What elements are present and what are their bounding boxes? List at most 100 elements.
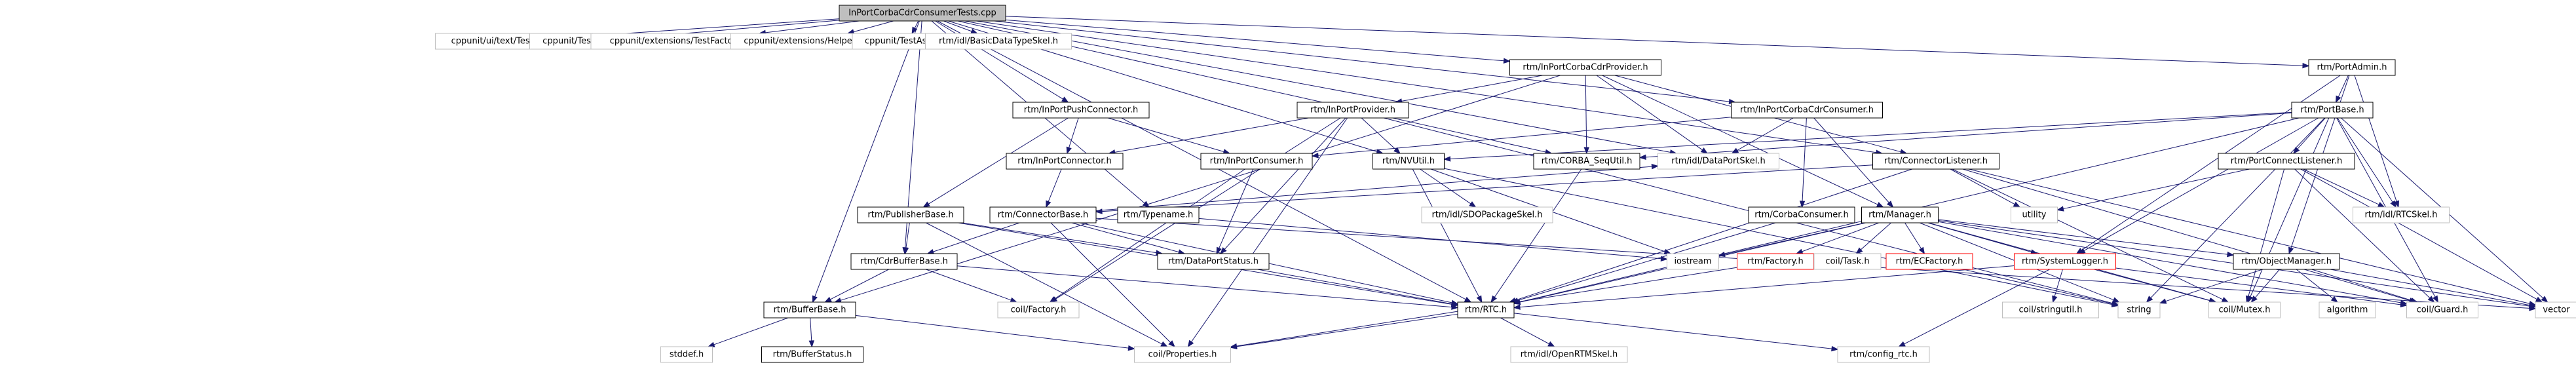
edge-portconnlistener-to-mutex — [2248, 168, 2285, 297]
edge-bufferbase-to-properties — [855, 315, 1129, 349]
edge-arrowhead — [1651, 163, 1659, 170]
edge-corbaseq-to-rtc — [1494, 168, 1582, 298]
edge-publisherbase-to-dataportstatus — [962, 222, 1157, 254]
edge-arrowhead — [2146, 296, 2153, 303]
node-label: coil/Task.h — [1825, 257, 1869, 267]
node-configrtc[interactable]: rtm/config_rtc.h — [1837, 346, 1930, 363]
node-stringutil[interactable]: coil/stringutil.h — [2002, 301, 2099, 319]
node-inportpushconn[interactable]: rtm/InPortPushConnector.h — [1012, 102, 1150, 119]
edge-arrowhead — [2221, 297, 2229, 303]
node-properties[interactable]: coil/Properties.h — [1134, 346, 1231, 363]
node-label: iostream — [1674, 257, 1711, 267]
node-box — [2353, 206, 2450, 223]
node-corbaconsumer[interactable]: rtm/CorbaConsumer.h — [1748, 206, 1855, 223]
edge-arrowhead — [2013, 201, 2021, 208]
node-box — [1861, 206, 1939, 223]
node-portconnlistener[interactable]: rtm/PortConnectListener.h — [2218, 153, 2355, 170]
node-rtcskel[interactable]: rtm/idl/RTCSkel.h — [2353, 206, 2450, 223]
edge-dataportstatus-to-rtc — [1257, 269, 1452, 305]
edge-arrowhead — [1886, 201, 1894, 208]
node-connectorbase[interactable]: rtm/ConnectorBase.h — [989, 206, 1097, 223]
edge-portbase-to-nvutil — [1450, 111, 2292, 159]
edge-typename-to-iostream — [1198, 218, 1661, 260]
edge-publisherbase-to-properties — [926, 222, 1162, 345]
edge-arrowhead — [970, 28, 978, 34]
node-label: rtm/PortBase.h — [2300, 106, 2364, 115]
node-publisherbase[interactable]: rtm/PublisherBase.h — [857, 206, 964, 223]
node-systemlogger[interactable]: rtm/SystemLogger.h — [2014, 253, 2116, 270]
edge-rtc-to-configrtc — [1513, 313, 1832, 349]
node-inportconsumer[interactable]: rtm/InPortConsumer.h — [1200, 153, 1313, 170]
edge-arrowhead — [1393, 147, 1401, 154]
edge-arrowhead — [1831, 345, 1839, 352]
node-utility[interactable]: utility — [2011, 206, 2058, 223]
node-inportprovider[interactable]: rtm/InPortProvider.h — [1297, 102, 1409, 119]
node-algorithm[interactable]: algorithm — [2319, 301, 2376, 319]
node-vector[interactable]: vector — [2535, 301, 2576, 319]
node-box — [1297, 102, 1409, 119]
node-label: rtm/Manager.h — [1868, 210, 1931, 220]
edge-inportcdrcons-to-dataportskel — [1737, 117, 1794, 151]
node-sdopackage[interactable]: rtm/idl/SDOPackageSkel.h — [1421, 206, 1553, 223]
node-box — [2014, 253, 2116, 270]
node-string[interactable]: string — [2117, 301, 2161, 319]
edge-arrowhead — [2541, 296, 2548, 303]
node-box — [1117, 206, 1200, 223]
node-box — [1373, 153, 1445, 170]
node-label: utility — [2022, 210, 2047, 220]
node-coiltask[interactable]: coil/Task.h — [1813, 253, 1882, 270]
edge-arrowhead — [1660, 256, 1668, 261]
node-box — [2535, 301, 2576, 319]
node-bufferbase[interactable]: rtm/BufferBase.h — [763, 301, 856, 319]
edge-inportcdrcons-to-inportconsumer — [1317, 117, 1732, 156]
node-manager[interactable]: rtm/Manager.h — [1861, 206, 1939, 223]
node-factory[interactable]: rtm/Factory.h — [1737, 253, 1814, 270]
edge-connlistener-to-vector — [1968, 168, 2530, 304]
edge-arrowhead — [2433, 295, 2439, 303]
node-objectmanager[interactable]: rtm/ObjectManager.h — [2233, 253, 2340, 270]
node-box — [1813, 253, 1882, 270]
edge-arrowhead — [2052, 295, 2058, 303]
edge-manager-to-factory — [1802, 222, 1880, 252]
node-cdrbufferbase[interactable]: rtm/CdrBufferBase.h — [850, 253, 958, 270]
node-dataportskel[interactable]: rtm/idl/DataPortSkel.h — [1657, 153, 1779, 170]
node-box — [660, 346, 713, 363]
edge-arrowhead — [2159, 298, 2167, 304]
node-typename[interactable]: rtm/Typename.h — [1117, 206, 1200, 223]
node-guard[interactable]: coil/Guard.h — [2406, 301, 2478, 319]
edge-systemlogger-to-configrtc — [1904, 269, 2050, 345]
node-label: rtm/InPortPushConnector.h — [1024, 106, 1138, 115]
node-portbase[interactable]: rtm/PortBase.h — [2291, 102, 2374, 119]
node-corbaseq[interactable]: rtm/CORBA_SeqUtil.h — [1533, 153, 1640, 170]
node-openrtmskel[interactable]: rtm/idl/OpenRTMSkel.h — [1510, 346, 1628, 363]
node-portadmin[interactable]: rtm/PortAdmin.h — [2308, 59, 2396, 76]
edge-arrowhead — [2227, 251, 2235, 258]
node-label: InPortCorbaCdrConsumerTests.cpp — [848, 9, 996, 18]
node-inportcdrcons[interactable]: rtm/InPortCorbaCdrConsumer.h — [1731, 102, 1883, 119]
edge-objectmanager-to-string — [2165, 269, 2263, 302]
node-root[interactable]: InPortCorbaCdrConsumerTests.cpp — [839, 5, 1006, 22]
edge-inportconnector-to-connectorbase — [1048, 168, 1062, 202]
node-box — [2208, 301, 2281, 319]
node-box — [850, 253, 958, 270]
node-label: rtm/BufferBase.h — [774, 305, 846, 315]
node-ecfactory[interactable]: rtm/ECFactory.h — [1885, 253, 1973, 270]
node-bufferstatus[interactable]: rtm/BufferStatus.h — [761, 346, 863, 363]
edge-arrowhead — [1160, 341, 1168, 347]
edge-arrowhead — [2390, 200, 2396, 208]
edge-inportcdrcons-to-corbaconsumer — [1802, 117, 1807, 202]
node-stddef[interactable]: stddef.h — [660, 346, 713, 363]
node-basicdatatype[interactable]: rtm/idl/BasicDataTypeSkel.h — [925, 33, 1072, 50]
edge-arrowhead — [1216, 246, 1222, 255]
node-label: rtm/ObjectManager.h — [2241, 257, 2332, 267]
node-nvutil[interactable]: rtm/NVUtil.h — [1373, 153, 1445, 170]
node-mutex[interactable]: coil/Mutex.h — [2208, 301, 2281, 319]
node-iostream[interactable]: iostream — [1667, 253, 1719, 270]
node-connlistener[interactable]: rtm/ConnectorListener.h — [1872, 153, 1999, 170]
node-rtc[interactable]: rtm/RTC.h — [1457, 301, 1515, 319]
node-inportconnector[interactable]: rtm/InPortConnector.h — [1006, 153, 1124, 170]
edge-root-to-inportcdrprov — [1005, 19, 1504, 62]
node-dataportstatus[interactable]: rtm/DataPortStatus.h — [1157, 253, 1270, 270]
node-inportcdrprov[interactable]: rtm/InPortCorbaCdrProvider.h — [1509, 59, 1661, 76]
node-coilfactory[interactable]: coil/Factory.h — [997, 301, 1080, 319]
